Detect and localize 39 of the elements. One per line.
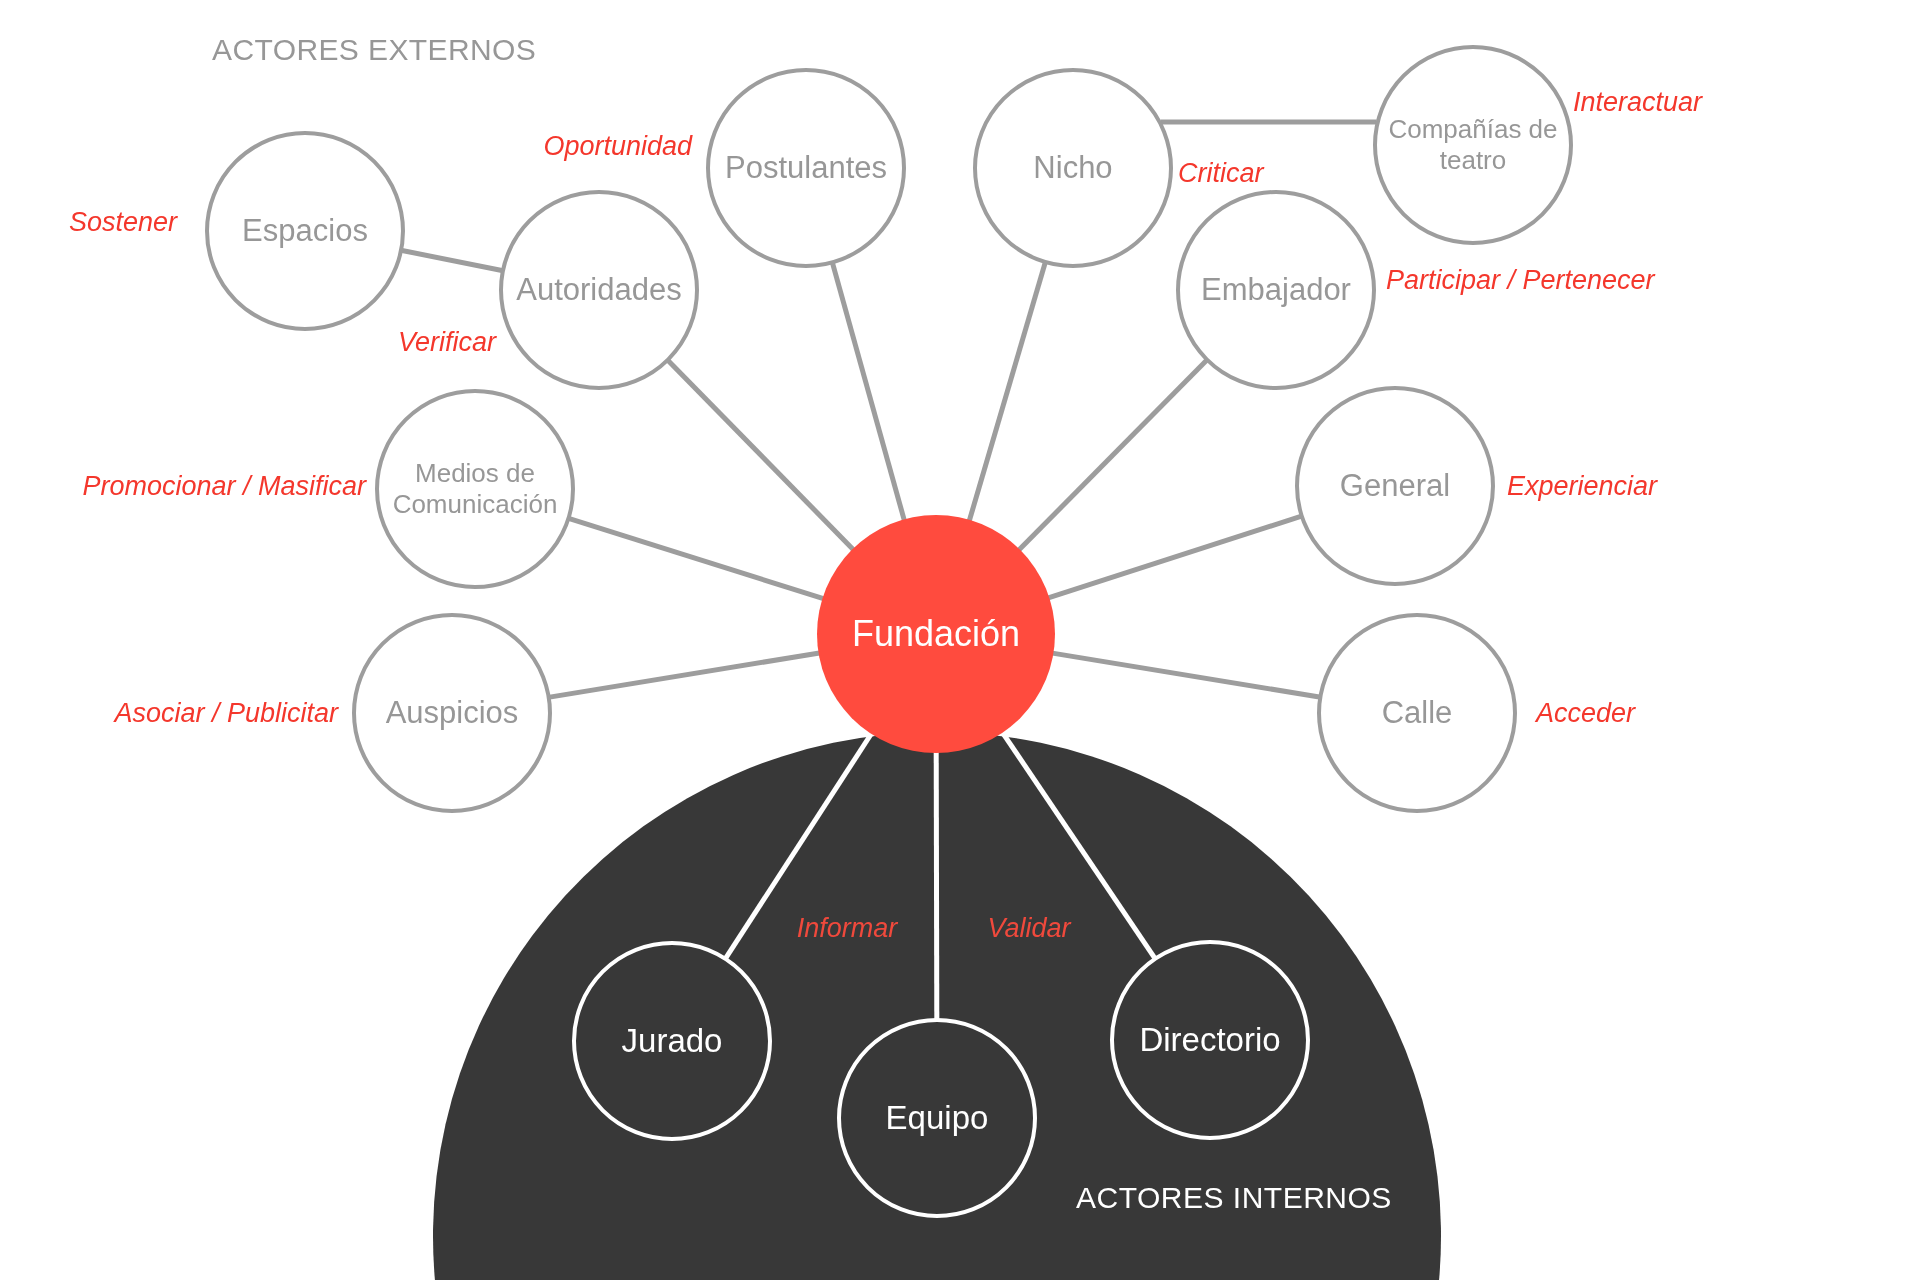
actor-name: Medios de Comunicación	[391, 457, 559, 521]
action-label: Criticar	[1178, 156, 1264, 190]
connector-line	[1160, 119, 1377, 125]
action-label: Validar	[987, 911, 1071, 945]
actor-name: Postulantes	[725, 149, 887, 187]
connector-line	[549, 650, 820, 700]
action-label: Experienciar	[1507, 469, 1658, 503]
actor-name: General	[1339, 467, 1451, 505]
connector-line	[401, 248, 503, 273]
actor-name: Equipo	[885, 1098, 989, 1138]
action-label: Acceder	[1536, 696, 1636, 730]
actor-name: Compañías de teatro	[1387, 113, 1559, 177]
action-label: Verificar	[397, 325, 496, 359]
actor-name: Directorio	[1139, 1020, 1281, 1060]
connector-line	[1017, 358, 1209, 552]
actor-name: Auspicios	[385, 694, 519, 732]
connector-line	[1047, 514, 1302, 601]
section-heading: ACTORES EXTERNOS	[212, 32, 537, 68]
action-label: Promocionar / Masificar	[82, 469, 366, 503]
actor-name: Espacios	[242, 212, 368, 250]
actor-name: Nicho	[1033, 149, 1113, 187]
action-label: Participar / Pertenecer	[1386, 263, 1655, 297]
connector-line	[830, 262, 907, 521]
connector-line	[933, 752, 940, 1019]
action-label: Sostener	[68, 205, 177, 239]
actor-name: Calle	[1381, 694, 1453, 732]
actor-name: Autoridades	[516, 271, 682, 309]
connector-line	[666, 358, 856, 552]
action-label: Interactuar	[1573, 85, 1703, 119]
center-name: Fundación	[851, 612, 1021, 656]
connector-line	[1052, 650, 1320, 700]
action-label: Informar	[796, 911, 898, 945]
actor-name: Embajador	[1201, 271, 1351, 309]
action-label: Oportunidad	[543, 129, 692, 163]
connector-line	[568, 516, 825, 601]
section-heading: ACTORES INTERNOS	[1076, 1181, 1392, 1215]
action-label: Asociar / Publicitar	[114, 696, 338, 730]
connector-line	[966, 262, 1048, 522]
actor-name: Jurado	[621, 1021, 723, 1061]
